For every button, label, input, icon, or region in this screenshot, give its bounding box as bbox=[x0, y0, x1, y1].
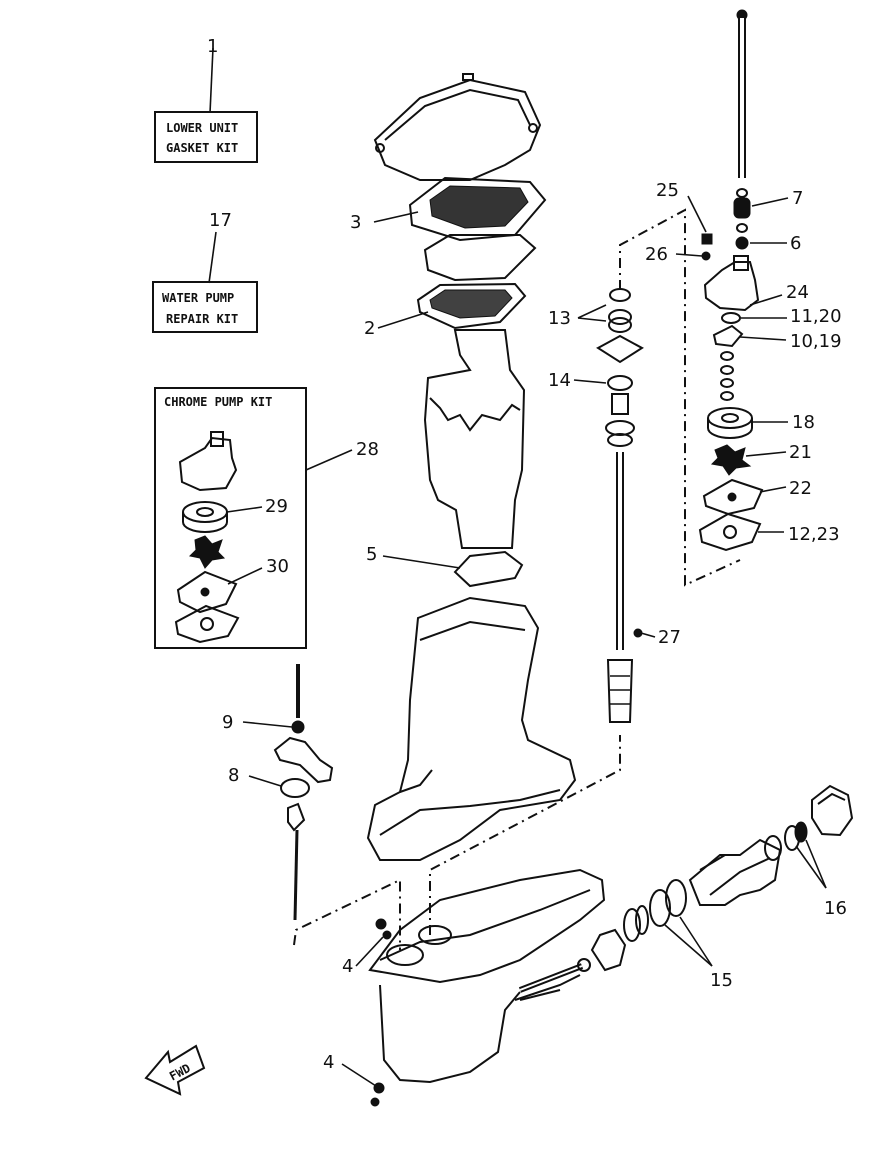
assembly-guide-lines bbox=[293, 208, 741, 950]
callout-21: 21 bbox=[789, 442, 812, 463]
callout-22: 22 bbox=[789, 478, 812, 499]
chrome-pump-kit-box: CHROME PUMP KIT 28 29 30 bbox=[154, 387, 379, 649]
callout-18: 18 bbox=[792, 412, 815, 433]
fwd-arrow: FWD bbox=[144, 1044, 206, 1096]
propeller-shaft-assembly: 15 16 bbox=[518, 784, 854, 993]
chrome-pump-title: CHROME PUMP KIT bbox=[164, 395, 272, 409]
callout-24: 24 bbox=[786, 282, 809, 303]
callout-4a: 4 bbox=[342, 956, 353, 977]
fwd-label: FWD bbox=[167, 1061, 193, 1084]
water-pump-line2: REPAIR KIT bbox=[166, 312, 238, 326]
callout-15: 15 bbox=[710, 970, 733, 991]
water-pump-line1: WATER PUMP bbox=[162, 291, 234, 305]
callout-27: 27 bbox=[658, 627, 681, 648]
lower-unit-line1: LOWER UNIT bbox=[166, 121, 238, 135]
callout-26: 26 bbox=[645, 244, 668, 265]
callout-14: 14 bbox=[548, 370, 571, 391]
gasket-5: 5 bbox=[366, 544, 524, 588]
callout-1: 1 bbox=[207, 36, 218, 57]
gear-case: 4 4 bbox=[323, 868, 606, 1107]
top-cover-assembly: 3 2 bbox=[350, 73, 547, 339]
callout-11-20: 11,20 bbox=[790, 306, 842, 327]
lower-unit-line2: GASKET KIT bbox=[166, 141, 238, 155]
callout-3: 3 bbox=[350, 212, 361, 233]
callout-28: 28 bbox=[356, 439, 379, 460]
callout-9: 9 bbox=[222, 712, 233, 733]
callout-4b: 4 bbox=[323, 1052, 334, 1073]
water-pump-assembly: 7 6 24 25 26 11,20 10,19 18 21 bbox=[645, 9, 842, 552]
water-pump-repair-kit-box: 17 WATER PUMP REPAIR KIT bbox=[152, 210, 258, 333]
drive-shaft-assembly: 13 14 27 bbox=[548, 288, 681, 723]
callout-5: 5 bbox=[366, 544, 377, 565]
callout-17: 17 bbox=[209, 210, 232, 231]
shift-rod-assembly: 9 8 bbox=[222, 664, 334, 921]
callout-6: 6 bbox=[790, 233, 801, 254]
callout-8: 8 bbox=[228, 765, 239, 786]
callout-25: 25 bbox=[656, 180, 679, 201]
callout-2: 2 bbox=[364, 318, 375, 339]
callout-29: 29 bbox=[265, 496, 288, 517]
callout-10-19: 10,19 bbox=[790, 331, 842, 352]
callout-13: 13 bbox=[548, 308, 571, 329]
callout-12-23: 12,23 bbox=[788, 524, 840, 545]
callout-7: 7 bbox=[792, 188, 803, 209]
upper-casing bbox=[423, 329, 526, 549]
callout-16: 16 bbox=[824, 898, 847, 919]
callout-30: 30 bbox=[266, 556, 289, 577]
drive-shaft-housing bbox=[366, 596, 577, 861]
lower-unit-gasket-kit-box: 1 LOWER UNIT GASKET KIT bbox=[154, 36, 258, 163]
